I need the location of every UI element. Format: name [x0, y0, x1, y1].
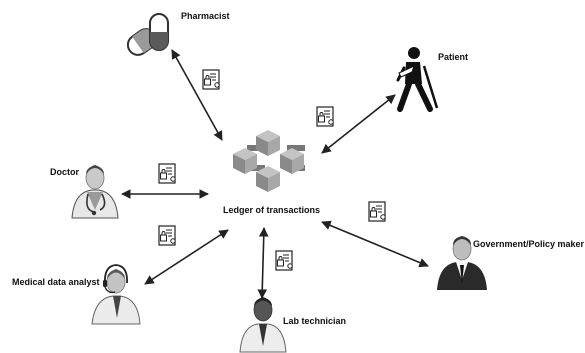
locked-document-icon — [316, 106, 334, 127]
locked-document-icon — [202, 69, 220, 90]
arrow-lab — [257, 227, 269, 299]
businessman-icon — [437, 236, 487, 290]
patient-label: Patient — [438, 52, 469, 62]
ledger-label: Ledger of transactions — [223, 205, 321, 215]
government-label: Government/Policy maker — [473, 239, 585, 249]
patient-with-crutch-icon — [396, 47, 439, 112]
locked-document-icon — [275, 250, 293, 271]
locked-document-icon — [158, 225, 176, 246]
analyst-label: Medical data analyst — [12, 277, 100, 287]
analyst-headset-icon — [91, 264, 141, 325]
lab-technician-label: Lab technician — [283, 316, 347, 326]
arrow-patient — [321, 94, 396, 154]
arrow-pharmacist — [171, 49, 223, 141]
pills-icon — [126, 13, 169, 56]
blockchain-ledger-icon — [233, 130, 305, 192]
locked-document-icon — [158, 163, 176, 184]
arrow-analyst — [144, 229, 229, 285]
doctor-label: Doctor — [50, 167, 79, 177]
doctor-icon — [71, 165, 119, 219]
pharmacist-label: Pharmacist — [181, 11, 230, 21]
locked-document-icon — [368, 201, 386, 222]
arrow-government — [321, 220, 429, 268]
connection-arrows — [121, 49, 429, 299]
lab-technician-icon — [239, 297, 287, 353]
